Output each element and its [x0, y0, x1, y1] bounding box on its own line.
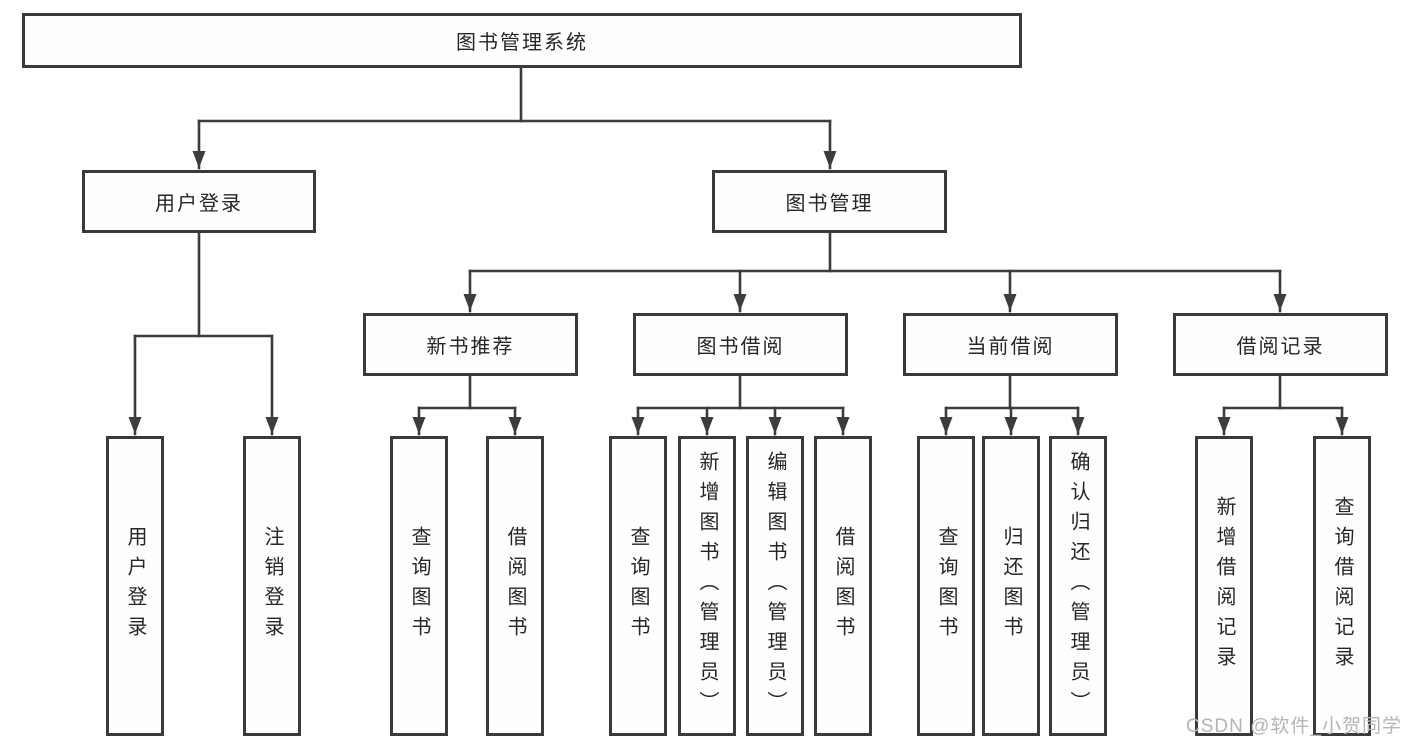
leaf-query-books-current: 查询图书 — [917, 436, 975, 736]
watermark: CSDN @软件_小贺同学 — [1186, 716, 1402, 737]
leaf-user-login-label: 用户登录 — [124, 526, 146, 646]
node-book-management-label: 图书管理 — [785, 193, 874, 215]
node-new-book-recommend-label: 新书推荐 — [426, 336, 515, 358]
leaf-query-books-recommend-label: 查询图书 — [408, 526, 430, 646]
node-new-book-recommend: 新书推荐 — [363, 313, 578, 376]
leaf-add-book-admin: 新增图书（管理员） — [678, 436, 736, 736]
leaf-confirm-return-admin: 确认归还（管理员） — [1049, 436, 1107, 736]
leaf-add-borrow-record-label: 新增借阅记录 — [1213, 496, 1235, 676]
leaf-return-books: 归还图书 — [982, 436, 1040, 736]
leaf-return-books-label: 归还图书 — [1000, 526, 1022, 646]
leaf-edit-book-admin-label: 编辑图书（管理员） — [764, 451, 786, 721]
leaf-confirm-return-admin-label: 确认归还（管理员） — [1067, 451, 1089, 721]
leaf-edit-book-admin: 编辑图书（管理员） — [746, 436, 804, 736]
node-book-borrowing: 图书借阅 — [633, 313, 848, 376]
node-library-system: 图书管理系统 — [22, 13, 1022, 68]
leaf-logout: 注销登录 — [243, 436, 301, 736]
leaf-query-books-borrow-label: 查询图书 — [627, 526, 649, 646]
leaf-borrow-books-recommend-label: 借阅图书 — [504, 526, 526, 646]
node-borrowing-records: 借阅记录 — [1173, 313, 1388, 376]
node-user-login: 用户登录 — [82, 170, 316, 233]
leaf-add-book-admin-label: 新增图书（管理员） — [696, 451, 718, 721]
node-user-login-label: 用户登录 — [155, 193, 243, 215]
node-book-borrowing-label: 图书借阅 — [696, 336, 785, 358]
leaf-borrow-books-label: 借阅图书 — [832, 526, 854, 646]
leaf-query-books-borrow: 查询图书 — [609, 436, 667, 736]
leaf-add-borrow-record: 新增借阅记录 — [1195, 436, 1253, 736]
leaf-query-borrow-record: 查询借阅记录 — [1313, 436, 1371, 736]
node-book-management: 图书管理 — [712, 170, 947, 233]
node-borrowing-records-label: 借阅记录 — [1236, 336, 1325, 358]
leaf-query-borrow-record-label: 查询借阅记录 — [1331, 496, 1353, 676]
leaf-logout-label: 注销登录 — [261, 526, 283, 646]
leaf-query-books-recommend: 查询图书 — [390, 436, 448, 736]
node-library-system-label: 图书管理系统 — [456, 32, 588, 54]
leaf-query-books-current-label: 查询图书 — [935, 526, 957, 646]
leaf-borrow-books: 借阅图书 — [814, 436, 872, 736]
node-current-borrowing-label: 当前借阅 — [966, 336, 1055, 358]
leaf-user-login: 用户登录 — [106, 436, 164, 736]
leaf-borrow-books-recommend: 借阅图书 — [486, 436, 544, 736]
node-current-borrowing: 当前借阅 — [903, 313, 1118, 376]
